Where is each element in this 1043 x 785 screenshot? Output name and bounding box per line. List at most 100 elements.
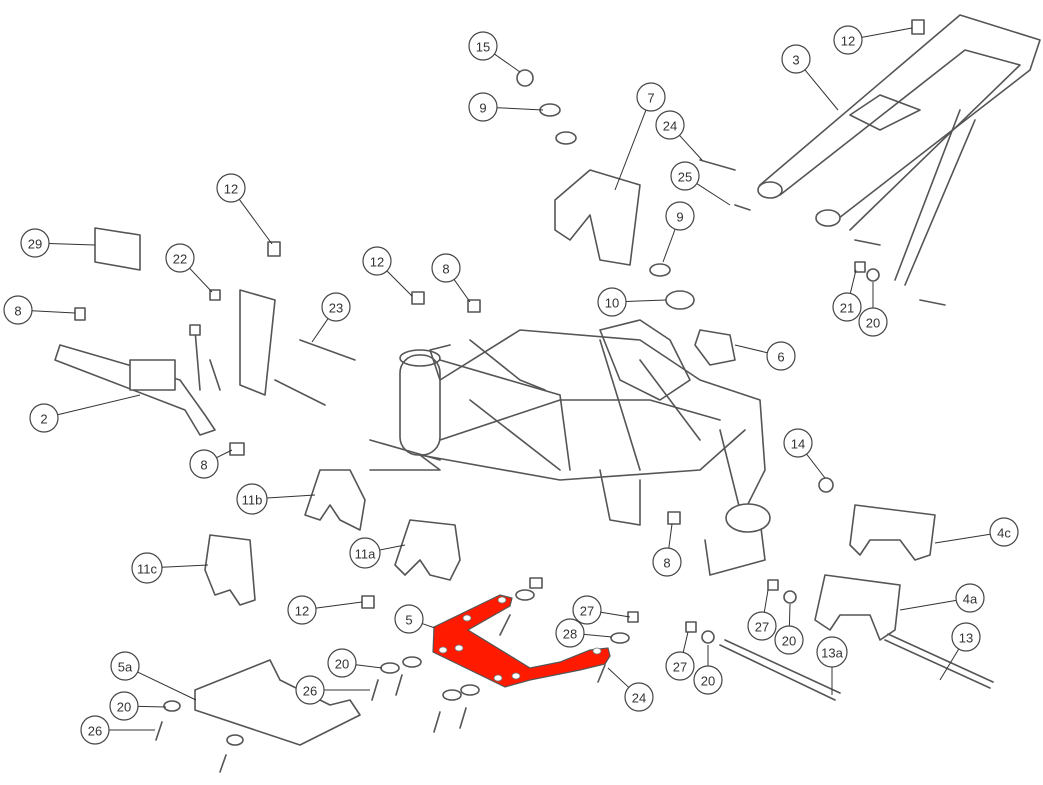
callout-bubble xyxy=(636,82,666,112)
callout-bubble xyxy=(287,595,317,625)
callout-26: 26 xyxy=(295,675,370,705)
callout-label: 5a xyxy=(118,660,133,675)
callout-label: 12 xyxy=(841,34,855,49)
callout-label: 24 xyxy=(632,691,646,706)
callout-bubble xyxy=(236,483,268,515)
callout-bubble xyxy=(597,287,627,317)
callout-bubble xyxy=(321,292,351,322)
leader-line xyxy=(494,53,521,73)
leader-line xyxy=(682,631,689,653)
leader-line xyxy=(806,453,826,479)
callout-bubble xyxy=(989,517,1019,547)
callout-bubble xyxy=(555,618,585,648)
callout-25: 25 xyxy=(670,161,731,206)
callout-label: 22 xyxy=(173,252,187,267)
callout-28: 28 xyxy=(555,618,613,648)
callout-11b: 11b xyxy=(236,483,316,515)
callout-12: 12 xyxy=(833,25,913,55)
callout-22: 22 xyxy=(165,243,213,293)
callout-label: 10 xyxy=(605,296,619,311)
callout-bubble xyxy=(670,161,700,191)
leader-line xyxy=(48,242,96,246)
callout-label: 11b xyxy=(242,493,263,508)
leader-line xyxy=(939,648,960,681)
main-frame xyxy=(369,319,771,576)
brackets xyxy=(54,169,994,746)
leader-line xyxy=(496,107,544,111)
callout-label: 28 xyxy=(563,627,577,642)
callout-12: 12 xyxy=(362,246,413,297)
leader-line xyxy=(614,109,647,191)
callout-11a: 11a xyxy=(349,537,406,569)
callout-bubble xyxy=(165,243,195,273)
callout-label: 27 xyxy=(580,604,594,619)
callout-bubble xyxy=(189,449,219,479)
callout-bubble xyxy=(816,636,848,668)
leader-line xyxy=(668,523,673,549)
leader-line xyxy=(161,564,209,568)
callout-label: 25 xyxy=(678,170,692,185)
callout-label: 8 xyxy=(200,458,207,473)
leader-line xyxy=(625,299,667,302)
callout-bubble xyxy=(216,173,246,203)
leader-line xyxy=(137,671,197,701)
callout-9: 9 xyxy=(468,92,544,122)
callout-bubble xyxy=(781,44,811,74)
callout-bubble xyxy=(29,403,59,433)
leader-line xyxy=(583,633,613,638)
callout-12: 12 xyxy=(287,595,363,625)
callout-label: 4c xyxy=(997,526,1011,541)
callout-15: 15 xyxy=(468,31,521,73)
callout-bubble xyxy=(858,307,888,337)
callout-14: 14 xyxy=(783,428,826,479)
callout-bubble xyxy=(652,547,682,577)
callout-bubble xyxy=(349,537,381,569)
leader-line xyxy=(899,599,957,611)
callout-20: 20 xyxy=(327,648,383,678)
leader-line xyxy=(315,601,363,609)
callout-label: 11a xyxy=(355,547,376,562)
callout-label: 11c xyxy=(137,562,157,577)
callout-label: 9 xyxy=(676,210,683,225)
leader-line xyxy=(804,69,839,111)
callout-bubble xyxy=(774,625,804,655)
leader-line xyxy=(31,310,76,314)
callout-label: 9 xyxy=(479,101,486,116)
callout-label: 20 xyxy=(117,700,131,715)
leader-line xyxy=(216,449,233,459)
callout-9: 9 xyxy=(662,201,695,263)
rear-subframe xyxy=(757,14,1041,306)
callout-bubble xyxy=(624,682,654,712)
callout-24: 24 xyxy=(655,110,703,161)
callout-bubble xyxy=(955,583,985,613)
callout-label: 27 xyxy=(755,620,769,635)
callout-8: 8 xyxy=(189,449,233,479)
callout-3: 3 xyxy=(781,44,839,111)
leader-line xyxy=(355,664,383,669)
callout-5a: 5a xyxy=(110,651,197,701)
leader-line xyxy=(379,544,406,551)
callout-bubble xyxy=(131,552,163,584)
leader-line xyxy=(57,394,141,416)
callout-bubble xyxy=(833,25,863,55)
callout-bubble xyxy=(665,201,695,231)
leader-line xyxy=(189,267,213,293)
leader-line xyxy=(788,603,791,627)
callout-8: 8 xyxy=(431,253,471,303)
callout-20: 20 xyxy=(774,603,804,655)
callout-bubble xyxy=(362,246,392,276)
leader-line xyxy=(137,705,167,708)
callout-bubble xyxy=(783,428,813,458)
callout-12: 12 xyxy=(216,173,273,245)
leader-line xyxy=(386,270,413,297)
leader-line xyxy=(607,667,630,688)
callout-27: 27 xyxy=(665,631,695,681)
callout-20: 20 xyxy=(693,645,723,695)
callout-bubble xyxy=(832,292,862,322)
callout-bubble xyxy=(20,228,50,258)
callout-bubble xyxy=(655,110,685,140)
callout-8: 8 xyxy=(652,523,682,577)
callout-label: 12 xyxy=(370,255,384,270)
